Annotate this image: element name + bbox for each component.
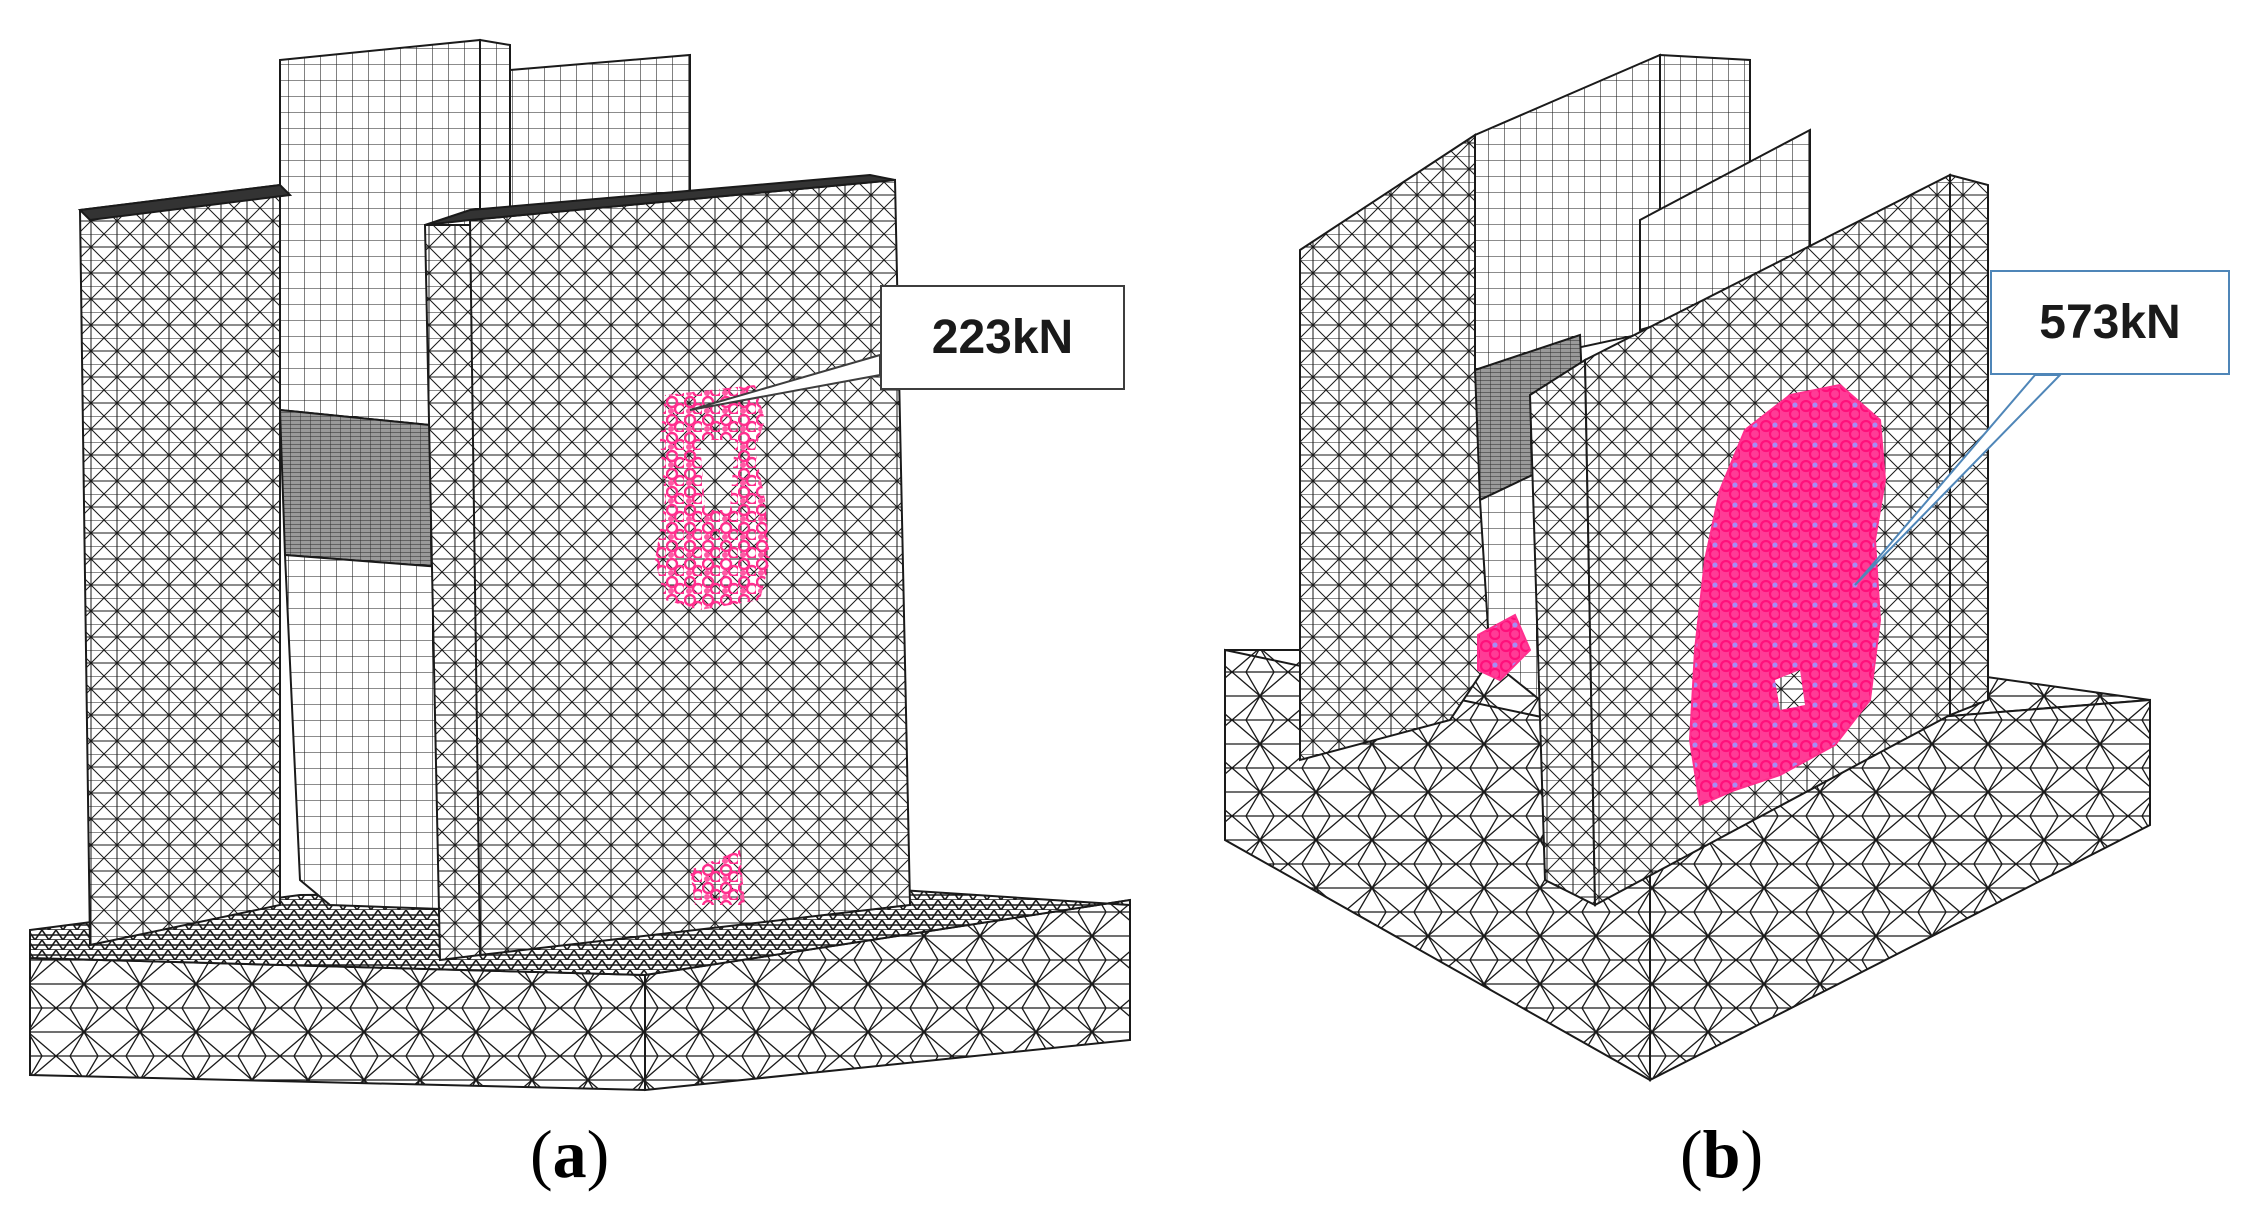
panel-a-caption-letter: a [552, 1116, 587, 1192]
panel-b-caption: (b) [1680, 1120, 1763, 1188]
panel-b [1224, 53, 2151, 1082]
panel-b-caption-close: ) [1740, 1116, 1764, 1192]
panel-b-left-wall [1299, 133, 1492, 762]
panel-a-caption-close: ) [586, 1116, 610, 1192]
panel-a-caption: (a) [530, 1120, 609, 1188]
panel-b-callout-pointer [1854, 374, 2063, 586]
panel-b-caption-open: ( [1680, 1116, 1703, 1192]
panel-b-steel-plate [1473, 53, 1811, 702]
panel-a-caption-open: ( [530, 1116, 553, 1192]
panel-b-crack-region [1477, 383, 1887, 807]
panel-a-left-wall [77, 183, 293, 947]
panel-a [29, 38, 1131, 1092]
panel-a-load-callout: 223kN [880, 285, 1125, 390]
panel-b-caption-letter: b [1702, 1116, 1741, 1192]
panel-a-crack-region [655, 385, 770, 905]
panel-b-load-callout: 573kN [1990, 270, 2230, 375]
